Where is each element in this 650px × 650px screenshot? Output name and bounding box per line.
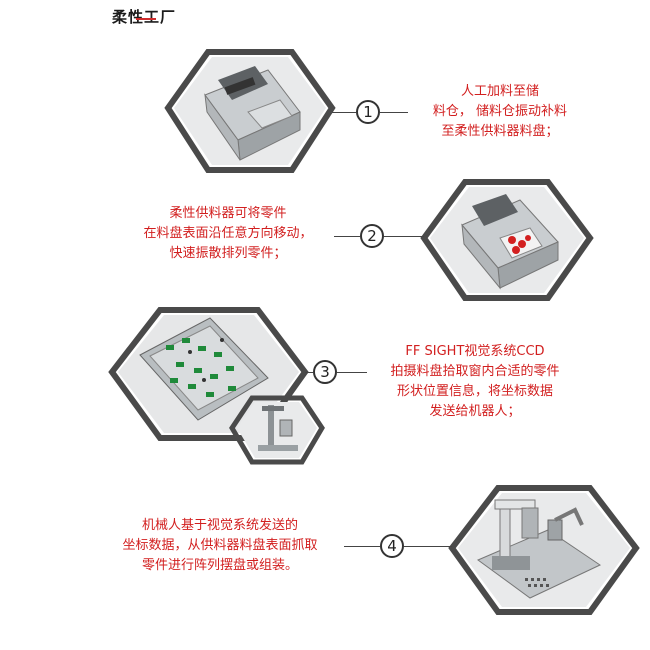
- step2-number-circle: 2: [360, 224, 384, 248]
- step4-connector-right: [404, 546, 452, 547]
- step3-line-4: 发送给机器人；: [429, 404, 521, 419]
- step4-line-3: 零件进行阵列摆盘或组装。: [141, 558, 298, 573]
- step2-connector-left: [334, 236, 360, 237]
- step4-connector-left: [344, 546, 380, 547]
- camera-illustration: [258, 405, 298, 451]
- step1-line-3: 至柔性供料器料盘；: [441, 124, 559, 139]
- step3-connector-right: [337, 372, 367, 373]
- robot-cell-illustration: [476, 499, 602, 599]
- step4-number-circle: 4: [380, 534, 404, 558]
- step4-line-1: 机械人基于视觉系统发送的: [141, 518, 298, 533]
- step2-connector-right: [384, 236, 424, 237]
- step1-connector-right: [380, 112, 408, 113]
- feeder-machine-illustration-2: [461, 194, 559, 290]
- step2-description: 柔性供料器可将零件 在料盘表面沿任意方向移动， 快速振散排列零件；: [128, 204, 328, 264]
- step1-connector-left: [332, 112, 356, 113]
- step4-line-2: 坐标数据，从供料器料盘表面抓取: [122, 538, 318, 553]
- step2-line-2: 在料盘表面沿任意方向移动，: [143, 226, 313, 241]
- step3-number-circle: 3: [313, 360, 337, 384]
- step3-line-1: FF SIGHT视觉系统CCD: [405, 344, 545, 359]
- logo-underline: [136, 18, 156, 20]
- step3-connector-left: [305, 372, 313, 373]
- vision-tray-illustration: [139, 317, 269, 421]
- step1-number-circle: 1: [356, 100, 380, 124]
- part-array-grid: [525, 578, 549, 587]
- step3-description: FF SIGHT视觉系统CCD 拍摄料盘拾取窗内合适的零件 形状位置信息，将坐标…: [370, 342, 580, 422]
- step1-description: 人工加料至储 料仓， 储料仓振动补料 至柔性供料器料盘；: [400, 82, 600, 142]
- step2-hexagon: [420, 179, 594, 301]
- step1-line-1: 人工加料至储: [460, 84, 539, 99]
- feeder-machine-illustration-1: [204, 66, 301, 161]
- step3-line-3: 形状位置信息，将坐标数据: [396, 384, 553, 399]
- step1-hexagon: [164, 49, 336, 173]
- step2-line-1: 柔性供料器可将零件: [169, 206, 287, 221]
- brand-logo: 柔性工厂: [112, 8, 177, 26]
- step3-line-2: 拍摄料盘拾取窗内合适的零件: [390, 364, 560, 379]
- step3-hexagon: [108, 307, 325, 465]
- step1-line-2: 料仓， 储料仓振动补料: [432, 104, 568, 119]
- step4-description: 机械人基于视觉系统发送的 坐标数据，从供料器料盘表面抓取 零件进行阵列摆盘或组装…: [100, 516, 340, 576]
- step2-line-3: 快速振散排列零件；: [169, 246, 287, 261]
- step4-hexagon: [448, 485, 640, 615]
